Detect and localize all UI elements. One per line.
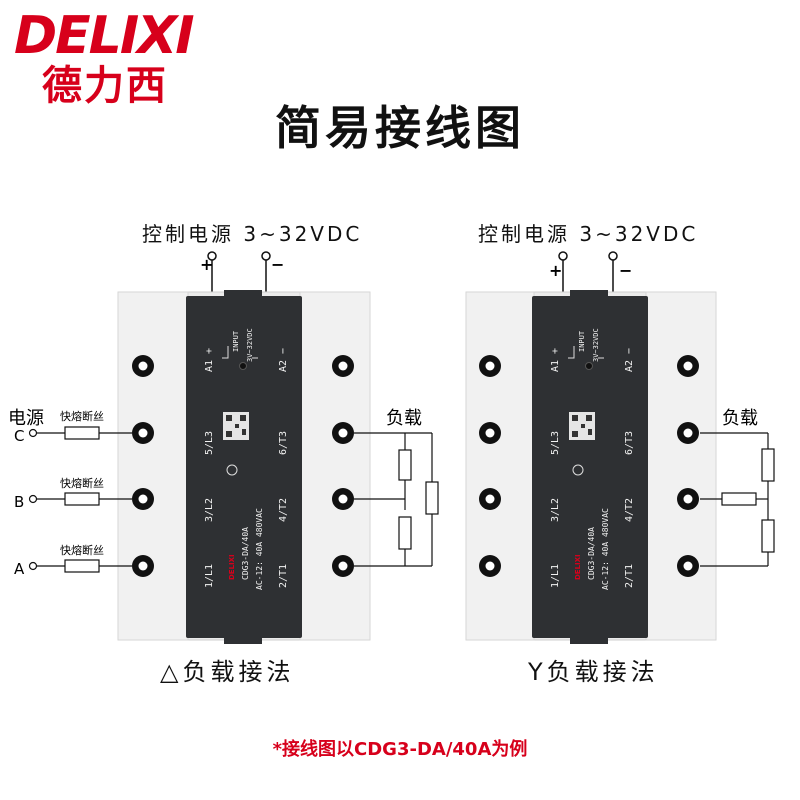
device-logo-left: DELIXI	[228, 554, 236, 580]
l3-label-left: 5/L3	[204, 431, 215, 455]
left-device: + − A1 + A2 − INPUT 3V~32VDC 5/L3 3/L2 1…	[28, 251, 439, 644]
terminal-l3-right	[479, 422, 501, 444]
delta-load-caption: △负载接法	[160, 658, 295, 686]
l2-label-left: 3/L2	[204, 498, 215, 522]
brand-logo: DELIXI 德力西	[14, 6, 195, 109]
page-title: 简易接线图	[275, 101, 525, 155]
terminal-l1-left	[132, 555, 154, 577]
rating-label-right: AC-12: 40A 480VAC	[601, 508, 610, 590]
load-label-left: 负载	[386, 408, 422, 429]
footnote: *接线图以CDG3-DA/40A为例	[272, 739, 528, 760]
a1-label-left: A1 +	[204, 348, 215, 372]
plus-sign-left: +	[200, 255, 213, 274]
a2-label-left: A2 −	[278, 348, 289, 372]
terminal-t1-left	[332, 555, 354, 577]
load-label-right: 负载	[722, 408, 758, 429]
t3-label-left: 6/T3	[278, 431, 289, 455]
terminal-l3-left	[132, 422, 154, 444]
brand-name-cn: 德力西	[42, 63, 168, 109]
star-load-caption: Y负载接法	[528, 658, 659, 686]
control-power-label-right: 控制电源 3~32VDC	[478, 222, 699, 246]
t1-label-left: 2/T1	[278, 564, 289, 588]
input-range-right: 3V~32VDC	[592, 328, 600, 362]
model-label-right: CDG3-DA/40A	[587, 527, 596, 580]
phase-c-label: C	[14, 427, 24, 445]
input-range-left: 3V~32VDC	[246, 328, 254, 362]
plus-terminal-left	[207, 251, 217, 261]
fuse-label-a: 快熔断丝	[60, 543, 104, 557]
model-label-left: CDG3-DA/40A	[241, 527, 250, 580]
control-power-label-left: 控制电源 3~32VDC	[142, 222, 363, 246]
device-logo-right: DELIXI	[574, 554, 582, 580]
terminal-t3-left	[332, 422, 354, 444]
input-label-left: INPUT	[232, 330, 240, 352]
a1-label-right: A1 +	[550, 348, 561, 372]
terminal-a1-right	[479, 355, 501, 377]
t2-label-right: 4/T2	[624, 498, 635, 522]
device-body-right	[532, 296, 648, 638]
terminal-t1-right	[677, 555, 699, 577]
minus-sign-right: −	[619, 261, 632, 280]
cert-mark-right	[572, 464, 584, 476]
right-device: + − A1 + A2 − INPUT 3V~32VDC 5/L3 3/L2 1…	[465, 251, 775, 644]
terminal-a2-right	[677, 355, 699, 377]
power-source-label: 电源	[8, 408, 44, 429]
terminal-t2-left	[332, 488, 354, 510]
minus-terminal-left	[261, 251, 271, 261]
rating-label-left: AC-12: 40A 480VAC	[255, 508, 264, 590]
terminal-l2-left	[132, 488, 154, 510]
brand-name-en: DELIXI	[14, 6, 195, 66]
terminal-l2-right	[479, 488, 501, 510]
l1-label-right: 1/L1	[550, 564, 561, 588]
phase-b-label: B	[14, 493, 24, 511]
l2-label-right: 3/L2	[550, 498, 561, 522]
terminal-t3-right	[677, 422, 699, 444]
l3-label-right: 5/L3	[550, 431, 561, 455]
t1-label-right: 2/T1	[624, 564, 635, 588]
minus-sign-left: −	[271, 255, 284, 274]
a2-label-right: A2 −	[624, 348, 635, 372]
terminal-a1-left	[132, 355, 154, 377]
terminal-l1-right	[479, 555, 501, 577]
fuse-label-b: 快熔断丝	[60, 476, 104, 490]
t2-label-left: 4/T2	[278, 498, 289, 522]
input-label-right: INPUT	[578, 330, 586, 352]
minus-terminal-right	[608, 251, 618, 261]
t3-label-right: 6/T3	[624, 431, 635, 455]
l1-label-left: 1/L1	[204, 564, 215, 588]
terminal-a2-left	[332, 355, 354, 377]
cert-mark-left	[226, 464, 238, 476]
plus-terminal-right	[558, 251, 568, 261]
plus-sign-right: +	[549, 261, 562, 280]
device-body-left	[186, 296, 302, 638]
fuse-label-c: 快熔断丝	[60, 409, 104, 423]
terminal-t2-right	[677, 488, 699, 510]
phase-a-label: A	[14, 560, 25, 578]
